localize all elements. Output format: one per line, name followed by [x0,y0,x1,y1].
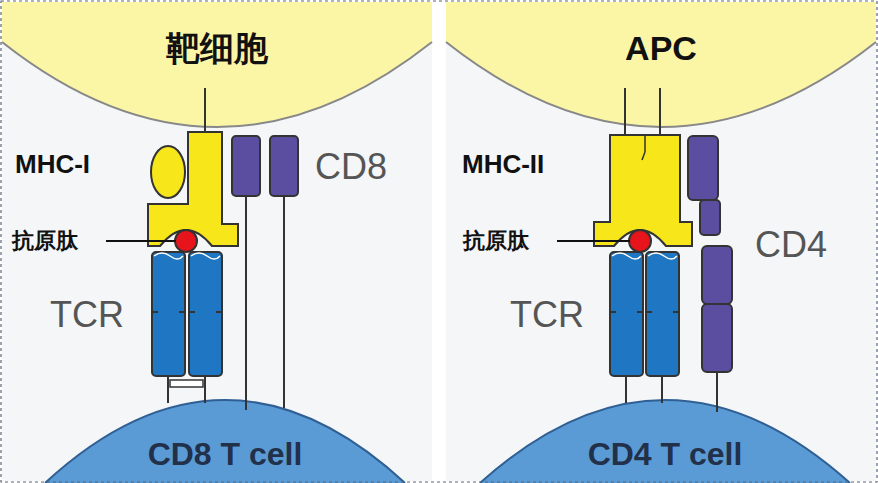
t-cell: CD8 T cell [45,395,405,483]
target-cell: 靶细胞 [2,2,432,132]
leader-line [106,240,176,242]
cell-name: CD4 T cell [480,437,850,472]
leader-line [557,240,630,242]
tcr-molecule [610,252,679,403]
cell-name: CD8 T cell [45,437,405,472]
cell-name: APC [446,30,876,67]
antigen-peptide [629,230,651,252]
cd8-molecule [232,136,298,410]
peptide-label: 抗原肽 [12,229,78,253]
molecule-label: CD8 [315,147,387,187]
molecule-label: MHC-II [462,150,544,179]
molecule-label: TCR [50,295,124,335]
cd4-molecule [688,136,732,412]
molecule-label: MHC-I [15,150,90,179]
molecule-label: TCR [510,295,584,335]
tcr-molecule [152,252,222,403]
t-cell: CD4 T cell [480,395,850,483]
antigen-peptide [175,230,197,252]
peptide-label: 抗原肽 [463,229,529,253]
cell-name: 靶细胞 [2,30,432,67]
molecule-label: CD4 [755,225,827,265]
